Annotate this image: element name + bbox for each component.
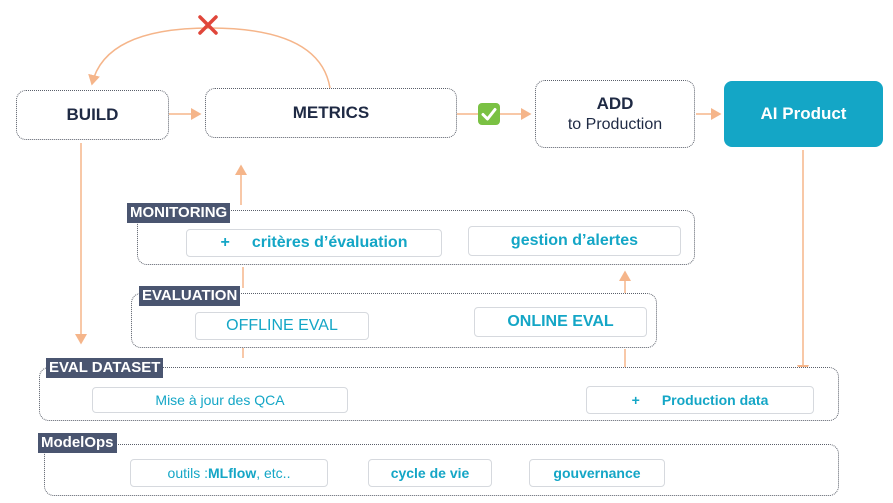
offline-eval-label: OFFLINE EVAL xyxy=(226,317,338,334)
alerts-label: gestion d’alertes xyxy=(510,232,639,249)
add-label: ADD xyxy=(596,94,634,113)
lifecycle-box: cycle de vie xyxy=(368,459,492,487)
red-cross-icon xyxy=(197,14,219,36)
governance-box: gouvernance xyxy=(529,459,665,487)
modelops-label: ModelOps xyxy=(38,433,117,453)
offline-eval-box: OFFLINE EVAL xyxy=(195,312,369,340)
update-qca-box: Mise à jour des QCA xyxy=(92,387,348,413)
feedback-loop-arrow xyxy=(88,27,331,89)
metrics-box: METRICS xyxy=(205,88,457,138)
alerts-box: gestion d’alertes xyxy=(468,226,681,256)
tools-box: outils : MLflow , etc.. xyxy=(130,459,328,487)
online-eval-box: ONLINE EVAL xyxy=(474,307,647,337)
add-box: ADD to Production xyxy=(535,80,695,148)
criteria-plus: + xyxy=(220,234,230,251)
lifecycle-label: cycle de vie xyxy=(390,465,470,481)
production-data-box: + Production data xyxy=(586,386,814,414)
ai-product-label: AI Product xyxy=(760,104,847,123)
tools-mlflow: MLflow xyxy=(208,465,257,481)
tools-suffix: , etc.. xyxy=(256,465,291,481)
criteria-label: critères d’évaluation xyxy=(251,234,408,251)
production-data-plus: + xyxy=(631,392,640,408)
build-label: BUILD xyxy=(66,105,119,124)
governance-label: gouvernance xyxy=(553,465,641,481)
online-eval-label: ONLINE EVAL xyxy=(507,313,614,330)
tools-prefix: outils : xyxy=(167,465,208,481)
criteria-box: + critères d’évaluation xyxy=(186,229,442,257)
production-data-label: Production data xyxy=(661,392,769,408)
eval-dataset-label: EVAL DATASET xyxy=(46,358,164,378)
monitoring-label: MONITORING xyxy=(127,203,231,223)
evaluation-label: EVALUATION xyxy=(139,286,241,306)
update-qca-label: Mise à jour des QCA xyxy=(155,392,285,408)
ai-product-box: AI Product xyxy=(724,81,883,147)
build-box: BUILD xyxy=(16,90,169,140)
green-check-icon xyxy=(478,103,500,125)
metrics-label: METRICS xyxy=(292,103,370,122)
add-sublabel: to Production xyxy=(567,116,663,133)
